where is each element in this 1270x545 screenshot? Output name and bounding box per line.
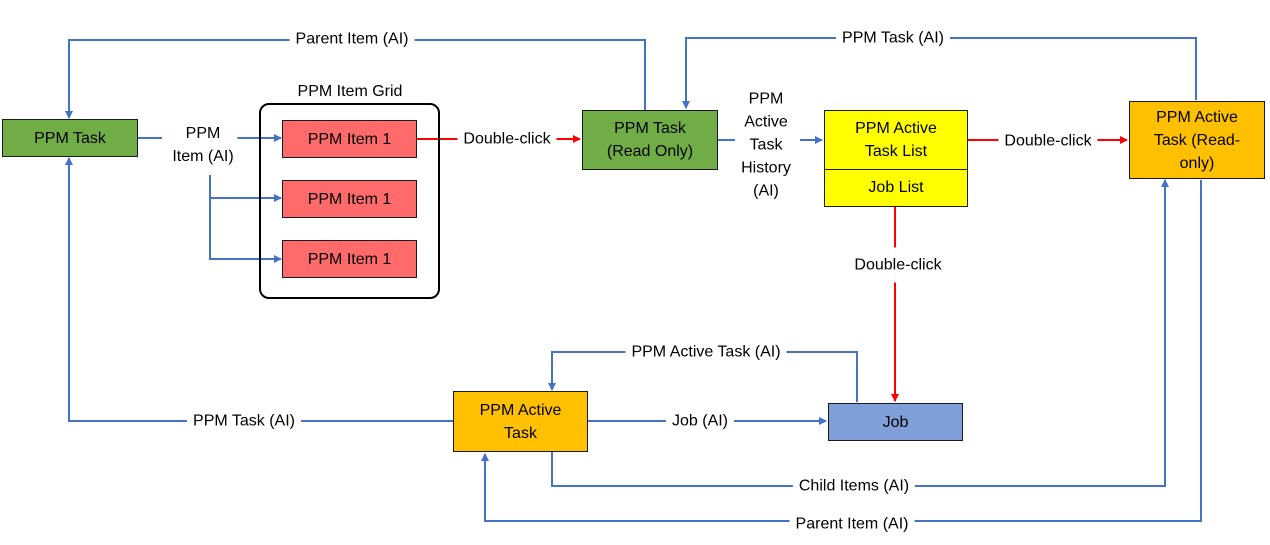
label-ppm-item-ai: PPM Item (AI) (168, 122, 238, 168)
label-ppm-task-ai-bottom: PPM Task (AI) (187, 409, 301, 433)
label-active-task-history: PPM Active Task History (AI) (739, 87, 793, 203)
label-history-l1: PPM (748, 90, 784, 108)
node-ppm-task[interactable]: PPM Task (2, 119, 138, 157)
edge-item-to-grid-3 (209, 198, 282, 263)
node-ppm-item-1a[interactable]: PPM Item 1 (282, 120, 417, 158)
label-history-l5: (AI) (753, 182, 779, 200)
edge-ppm-task-ai-bottom (65, 157, 453, 422)
label-history-l3: Task (749, 136, 783, 154)
node-ppm-item-1a-label: PPM Item 1 (307, 130, 392, 148)
label-parent-item-top: Parent Item (AI) (289, 27, 415, 51)
node-active-task-list[interactable]: PPM Active Task List Job List (824, 110, 968, 207)
ppm-item-grid-group (259, 103, 440, 299)
node-ppm-task-ro-line1: PPM Task (614, 120, 686, 137)
node-ppm-item-1c-label: PPM Item 1 (307, 250, 392, 268)
label-history-l4: History (741, 159, 791, 177)
node-active-task-ro-label: PPM Active Task (Read-only) (1153, 108, 1241, 172)
label-ppm-item-ai-line1: PPM (185, 125, 221, 142)
node-ppm-active-task-label: PPM Active Task (479, 401, 562, 442)
active-task-list-section[interactable]: PPM Active Task List (825, 111, 967, 170)
label-ppm-item-ai-line2: Item (AI) (172, 148, 234, 165)
node-ppm-item-1b[interactable]: PPM Item 1 (282, 180, 417, 218)
label-job-ai: Job (AI) (665, 409, 735, 433)
node-job[interactable]: Job (828, 403, 963, 441)
label-double-click-2: Double-click (998, 129, 1098, 153)
label-history-l2: Active (744, 113, 788, 131)
job-list-label: Job List (868, 179, 924, 196)
label-child-items-ai: Child Items (AI) (792, 474, 916, 498)
label-ppm-active-task-ai: PPM Active Task (AI) (625, 340, 787, 364)
node-job-label: Job (882, 413, 909, 431)
node-active-task-read-only[interactable]: PPM Active Task (Read-only) (1129, 101, 1265, 179)
ppm-item-grid-title: PPM Item Grid (297, 83, 403, 100)
label-double-click-1: Double-click (457, 127, 557, 151)
node-ppm-item-1b-label: PPM Item 1 (307, 190, 392, 208)
active-task-list-label: PPM Active Task List (855, 120, 937, 160)
node-ppm-task-read-only[interactable]: PPM Task (Read Only) (582, 110, 718, 170)
job-list-section[interactable]: Job List (825, 169, 967, 206)
node-ppm-item-1c[interactable]: PPM Item 1 (282, 240, 417, 278)
label-ppm-task-ai-top: PPM Task (AI) (836, 26, 950, 50)
edge-parent-item-bottom (481, 180, 1202, 522)
node-ppm-task-label: PPM Task (34, 129, 106, 147)
label-parent-item-bottom: Parent Item (AI) (789, 512, 915, 536)
node-ppm-task-ro-line2: (Read Only) (606, 143, 694, 160)
label-double-click-3: Double-click (850, 247, 946, 283)
node-ppm-active-task[interactable]: PPM Active Task (453, 391, 588, 452)
